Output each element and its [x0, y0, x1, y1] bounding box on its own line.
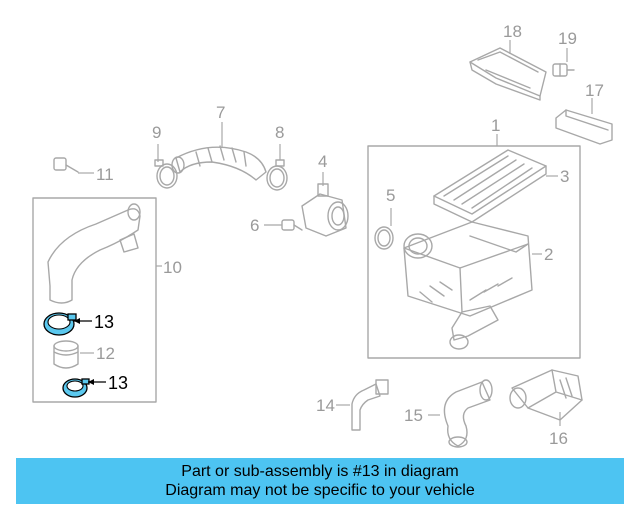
- callout-17: 17: [585, 81, 604, 100]
- banner-line-2: Diagram may not be specific to your vehi…: [165, 482, 475, 499]
- callout-3: 3: [560, 167, 569, 186]
- part-18-resonator[interactable]: [469, 47, 547, 101]
- banner-line-1: Part or sub-assembly is #13 in diagram: [181, 463, 459, 480]
- part-12-coupler[interactable]: [53, 340, 79, 369]
- callout-8: 8: [275, 123, 284, 142]
- part-4-maf-sensor[interactable]: [301, 183, 349, 237]
- part-16-inlet-duct[interactable]: [509, 369, 583, 421]
- callout-13-upper: 13: [94, 312, 114, 332]
- callout-18: 18: [503, 22, 522, 41]
- info-banner: Part or sub-assembly is #13 in diagram D…: [16, 458, 624, 504]
- callout-2: 2: [544, 245, 553, 264]
- part-9-clamp[interactable]: [154, 159, 178, 189]
- callout-11: 11: [96, 165, 114, 184]
- callout-4: 4: [318, 152, 327, 171]
- callout-14: 14: [316, 396, 335, 415]
- part-19-bolt[interactable]: [552, 63, 575, 77]
- part-17-cover[interactable]: [555, 109, 613, 145]
- part-2-air-cleaner-housing[interactable]: [403, 221, 533, 350]
- part-15-elbow-hose[interactable]: [443, 379, 493, 448]
- callout-12: 12: [96, 344, 115, 363]
- part-13-clamp-lower[interactable]: [62, 378, 90, 398]
- callout-6: 6: [250, 216, 259, 235]
- callout-13-lower: 13: [108, 373, 128, 393]
- callout-19: 19: [558, 29, 577, 48]
- callout-7: 7: [216, 103, 225, 122]
- intake-duct-group-box: [32, 197, 157, 403]
- callout-15: 15: [404, 406, 423, 425]
- part-13-clamp-upper[interactable]: [43, 312, 77, 336]
- parts-diagram: 18 19 17 1 3 5 2: [32, 22, 613, 448]
- air-cleaner-group-box: [367, 145, 581, 359]
- callout-16: 16: [549, 429, 568, 448]
- part-10-intake-duct[interactable]: [47, 203, 141, 304]
- part-7-bellows-hose[interactable]: [171, 145, 267, 181]
- part-5-seal[interactable]: [374, 226, 394, 250]
- callout-1: 1: [491, 116, 500, 135]
- part-11-bolt[interactable]: [53, 157, 79, 173]
- callout-9: 9: [152, 123, 161, 142]
- part-3-air-filter[interactable]: [433, 149, 547, 223]
- part-8-clamp[interactable]: [266, 159, 288, 191]
- callout-5: 5: [386, 186, 395, 205]
- callout-10: 10: [163, 258, 182, 277]
- part-14-hose[interactable]: [351, 379, 389, 431]
- part-6-bolt[interactable]: [281, 219, 303, 231]
